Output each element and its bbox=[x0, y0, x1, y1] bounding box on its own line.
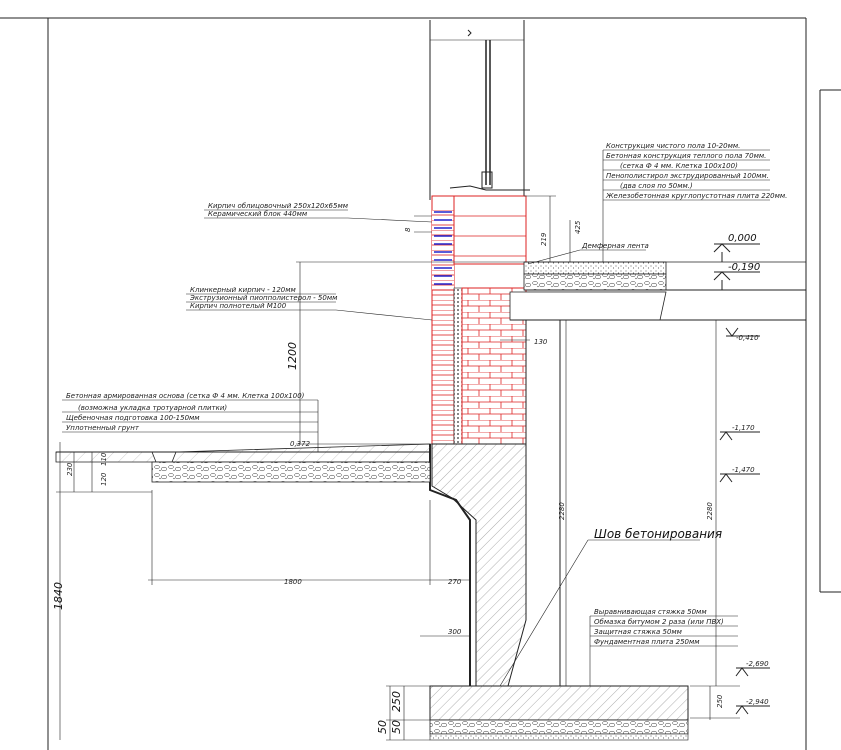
level-0190: -0,190 bbox=[728, 262, 760, 273]
dim-1200: 1200 bbox=[286, 342, 299, 370]
level-1470: -1,470 bbox=[732, 466, 755, 474]
dim-110: 110 bbox=[100, 452, 108, 466]
level-markers bbox=[713, 243, 770, 715]
dim-2280-left: 2280 bbox=[558, 502, 566, 520]
level-0410: -0,410 bbox=[736, 334, 759, 342]
dim-1800: 1800 bbox=[284, 578, 302, 586]
dim-270: 270 bbox=[448, 578, 462, 586]
dim-250-right: 250 bbox=[716, 694, 724, 708]
dim-425: 425 bbox=[574, 220, 582, 234]
label-hollow-slab: Железобетонная круглопустотная плита 220… bbox=[605, 192, 787, 200]
foundation bbox=[429, 320, 689, 741]
label-concrete-base: Бетонная армированная основа (сетка Ф 4 … bbox=[66, 392, 305, 400]
label-facade-brick: Кирпич облицовочный 250х120х65мм bbox=[208, 202, 349, 210]
dim-0372: 0,372 bbox=[290, 440, 311, 448]
annotations: Кирпич облицовочный 250х120х65мм Керамич… bbox=[66, 142, 787, 646]
label-damper-tape: Демферная лента bbox=[581, 242, 649, 250]
label-compacted-soil: Уплотненный грунт bbox=[66, 424, 140, 432]
label-ceramic-block: Керамический блок 440мм bbox=[208, 210, 308, 218]
dim-2280-right: 2280 bbox=[706, 502, 714, 520]
dim-1840: 1840 bbox=[52, 582, 65, 610]
label-protective-screed: Защитная стяжка 50мм bbox=[594, 628, 683, 636]
dim-250-left: 250 bbox=[390, 691, 403, 712]
label-insulation-layers: (два слоя по 50мм.) bbox=[620, 182, 693, 190]
label-leveling-screed: Выравнивающая стяжка 50мм bbox=[594, 608, 707, 616]
level-2690: -2,690 bbox=[746, 660, 769, 668]
level-values: 0,000 -0,190 -0,410 -1,170 -1,470 -2,690… bbox=[728, 233, 769, 706]
label-clinker-brick: Клинкерный кирпич - 120мм bbox=[190, 286, 297, 294]
dimension-lines bbox=[59, 195, 740, 741]
leader-lines bbox=[62, 149, 770, 687]
level-2940: -2,940 bbox=[746, 698, 769, 706]
label-floor-finish: Конструкция чистого пола 10-20мм. bbox=[606, 142, 740, 150]
outer-pavement bbox=[55, 443, 431, 493]
drawing-frame bbox=[0, 17, 841, 750]
label-paving-option: (возможна укладка тротуарной плитки) bbox=[78, 404, 227, 412]
level-1170: -1,170 bbox=[732, 424, 755, 432]
label-crushed-stone: Щебеночная подготовка 100-150мм bbox=[66, 414, 200, 422]
label-floor-mesh: (сетка Ф 4 мм. Клетка 100х100) bbox=[620, 162, 738, 170]
dim-120: 120 bbox=[100, 472, 108, 486]
label-floor-insulation: Пенополистирол экструдированный 100мм. bbox=[606, 172, 769, 180]
dim-130: 130 bbox=[534, 338, 548, 346]
upper-wall bbox=[429, 20, 530, 200]
floor-slab bbox=[509, 261, 806, 321]
dimension-values: 8 219 425 1200 130 0,372 230 110 120 180… bbox=[52, 220, 724, 734]
label-extruded-polystyrene: Экструзионный пиопполистерол - 50мм bbox=[189, 294, 338, 302]
label-concreting-seam: Шов бетонирования bbox=[594, 527, 722, 541]
dim-300: 300 bbox=[448, 628, 462, 636]
dim-8: 8 bbox=[404, 227, 412, 232]
label-heated-floor: Бетонная конструкция теплого пола 70мм. bbox=[606, 152, 766, 160]
dim-50-left: 50 bbox=[376, 720, 389, 734]
label-bitumen-coating: Обмазка битумом 2 раза (или ПВХ) bbox=[594, 618, 724, 626]
dim-219: 219 bbox=[540, 232, 548, 246]
label-solid-brick: Кирпич полнотелый М100 bbox=[190, 302, 287, 310]
dim-230: 230 bbox=[66, 462, 74, 476]
label-foundation-slab: Фундаментная плита 250мм bbox=[594, 638, 700, 646]
level-0000: 0,000 bbox=[728, 233, 757, 244]
dim-50-right: 50 bbox=[390, 720, 403, 734]
